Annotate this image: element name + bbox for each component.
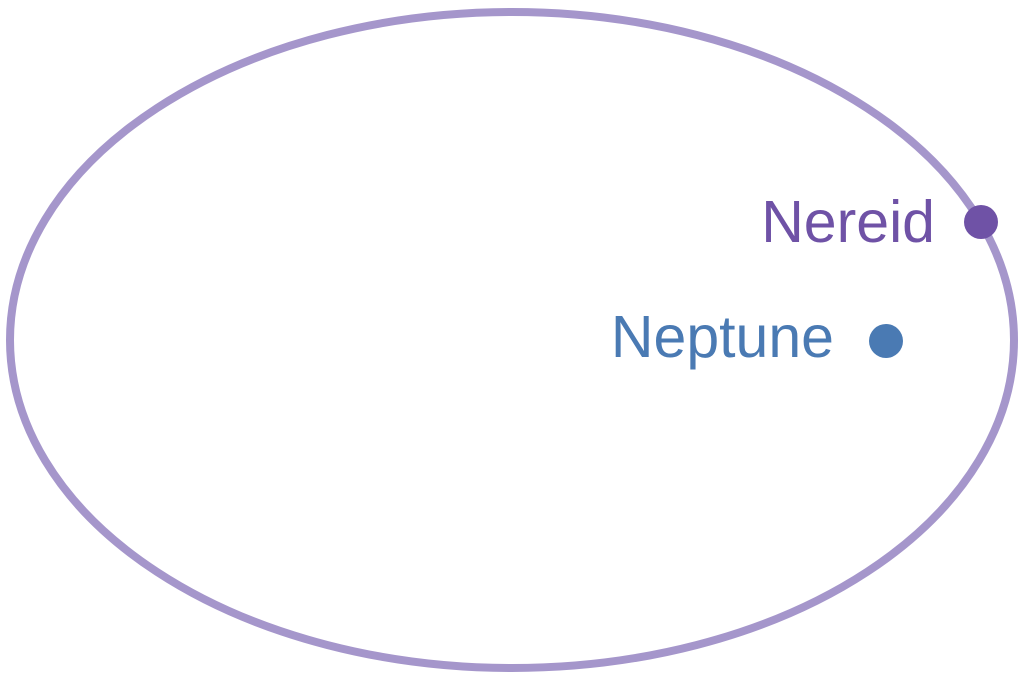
neptune-dot [869, 324, 903, 358]
neptune-label: Neptune [611, 304, 834, 370]
nereid-orbit [6, 8, 1018, 672]
nereid-label: Nereid [761, 189, 935, 255]
nereid-dot [964, 205, 998, 239]
